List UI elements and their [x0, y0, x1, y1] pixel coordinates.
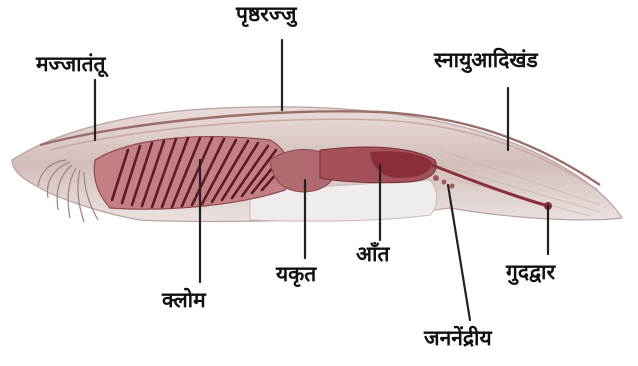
- label-anus: गुदद्वार: [506, 262, 555, 283]
- label-nerve-cord: मज्जातंतू: [36, 54, 106, 75]
- label-spinal-cord: पृष्ठरज्जु: [236, 4, 296, 25]
- label-gonads: जननेंद्रीय: [424, 328, 492, 349]
- label-intestine: आँत: [356, 244, 389, 265]
- label-gills: क्लोम: [162, 290, 206, 311]
- label-myotomes: स्नायुआदिखंड: [434, 50, 538, 71]
- label-liver: यकृत: [276, 264, 316, 285]
